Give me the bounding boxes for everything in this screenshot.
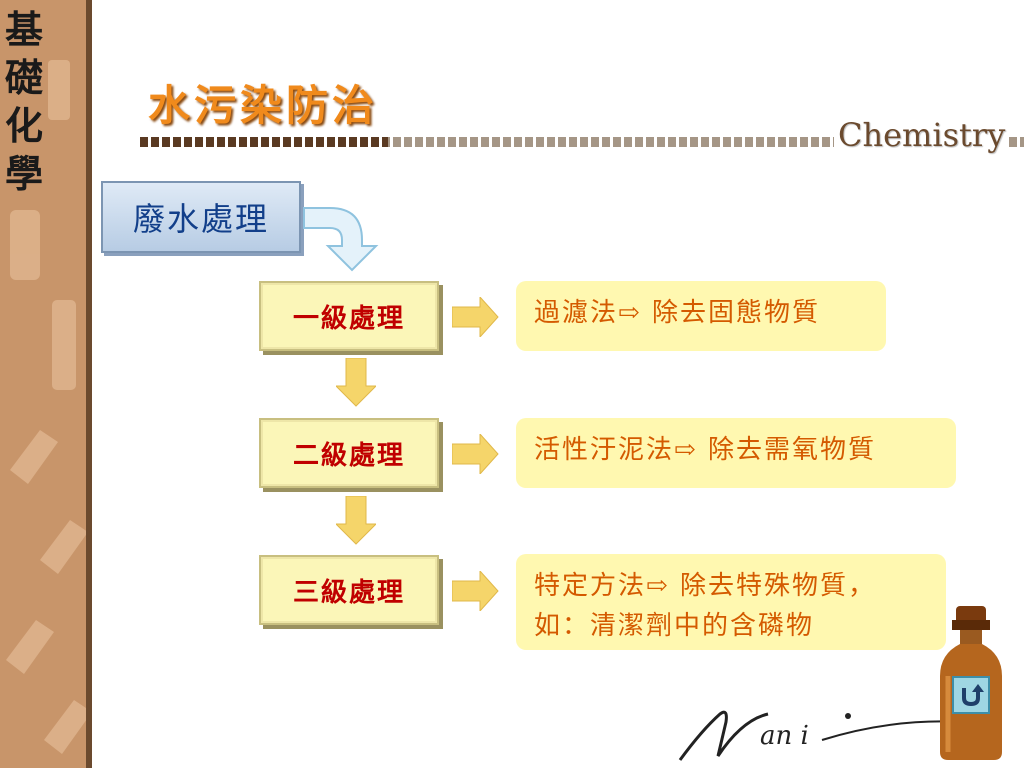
sidebar-edge	[86, 0, 92, 768]
stage-tertiary: 三級處理	[259, 555, 439, 625]
dotted-divider	[140, 137, 1024, 147]
signature-mark: an i	[678, 710, 965, 761]
sidebar-char: 基	[4, 8, 43, 52]
return-button[interactable]	[952, 676, 990, 714]
arrow-right-icon	[452, 297, 499, 337]
page-title: 水污染防治	[148, 81, 379, 130]
stage-tertiary-result: 特定方法⇨ 除去特殊物質，如：清潔劑中的含磷物	[516, 554, 946, 650]
sidebar-title: 基 礎 化 學	[2, 6, 46, 198]
arrow-right-icon	[452, 434, 499, 474]
stage-secondary-result: 活性汙泥法⇨ 除去需氧物質	[516, 418, 956, 488]
root-node: 廢水處理	[101, 181, 301, 253]
svg-text:an i: an i	[760, 721, 809, 751]
arrow-down-icon	[336, 496, 376, 545]
u-turn-icon	[962, 684, 984, 707]
stage-primary: 一級處理	[259, 281, 439, 351]
stage-secondary: 二級處理	[259, 418, 439, 488]
arrow-down-icon	[336, 358, 376, 407]
curved-arrow-icon	[303, 207, 379, 272]
stage-primary-result: 過濾法⇨ 除去固態物質	[516, 281, 886, 351]
sidebar-char: 化	[4, 104, 43, 148]
sidebar-char: 礎	[4, 56, 43, 100]
chemistry-label: Chemistry	[834, 116, 1010, 154]
sidebar-char: 學	[4, 152, 43, 196]
arrow-right-icon	[452, 571, 499, 611]
bottle-pattern	[6, 60, 92, 754]
sidebar-decoration: 基 礎 化 學	[0, 0, 92, 768]
dotted-divider-accent	[140, 137, 388, 147]
